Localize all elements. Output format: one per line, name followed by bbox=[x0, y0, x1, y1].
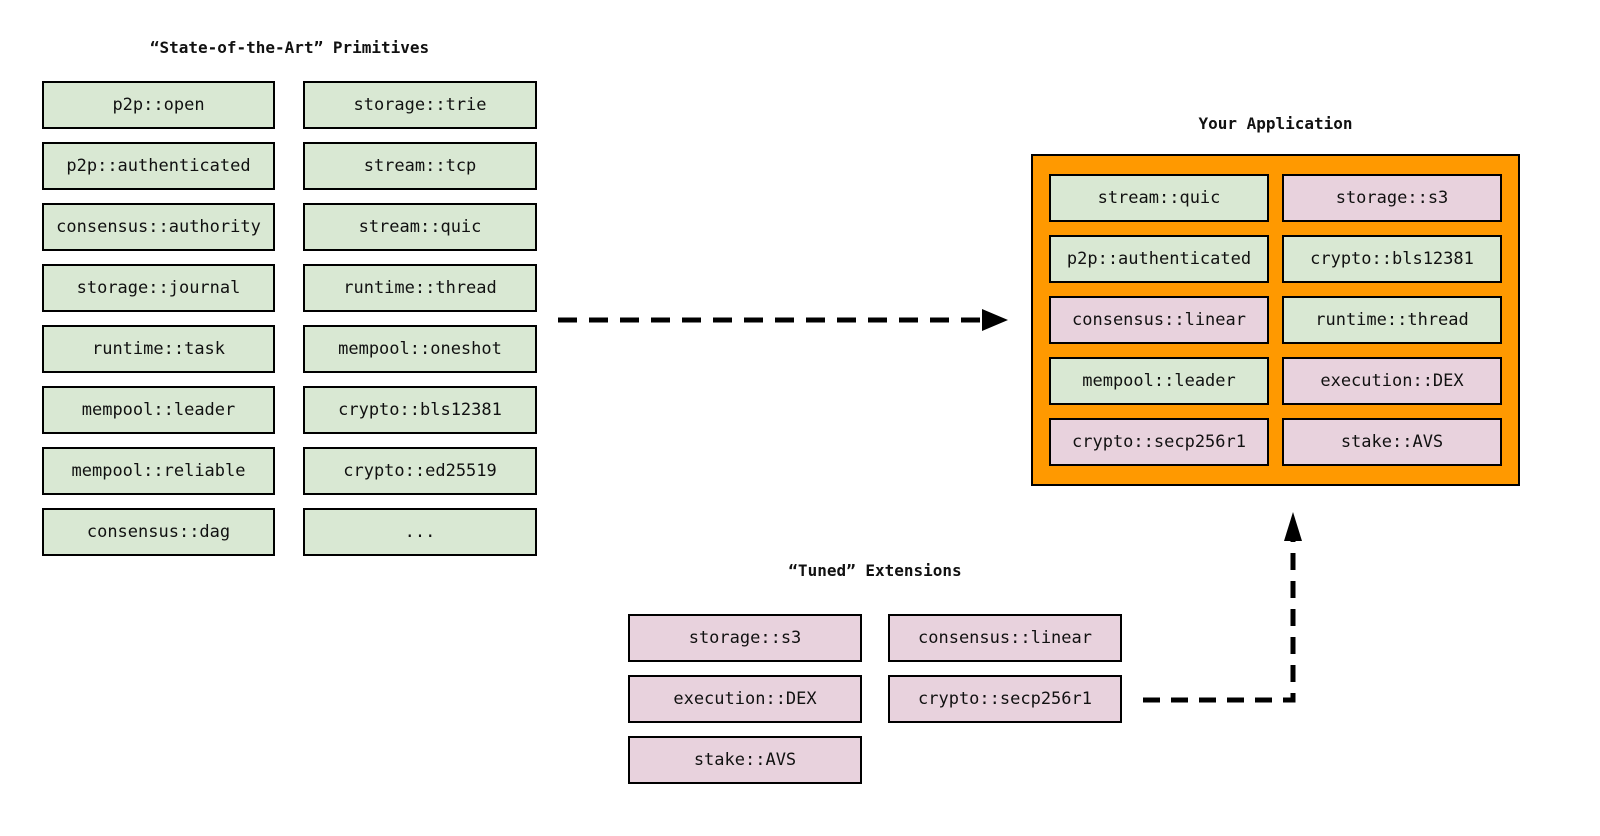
primitive-box-consensus-dag: consensus::dag bbox=[42, 508, 275, 556]
application-container: stream::quic storage::s3 p2p::authentica… bbox=[1031, 154, 1520, 486]
extensions-to-application-arrow bbox=[1143, 512, 1302, 703]
app-box-stream-quic: stream::quic bbox=[1049, 174, 1269, 222]
extension-box-consensus-linear: consensus::linear bbox=[888, 614, 1122, 662]
primitives-to-application-arrow bbox=[558, 309, 1008, 331]
application-title: Your Application bbox=[1198, 114, 1353, 133]
primitives-column-2: storage::trie stream::tcp stream::quic r… bbox=[303, 81, 537, 556]
app-box-p2p-authenticated: p2p::authenticated bbox=[1049, 235, 1269, 283]
extension-box-crypto-secp256r1: crypto::secp256r1 bbox=[888, 675, 1122, 723]
primitive-box-stream-quic: stream::quic bbox=[303, 203, 537, 251]
app-box-stake-avs: stake::AVS bbox=[1282, 418, 1502, 466]
app-box-mempool-leader: mempool::leader bbox=[1049, 357, 1269, 405]
app-box-execution-dex: execution::DEX bbox=[1282, 357, 1502, 405]
extensions-title: “Tuned” Extensions bbox=[788, 561, 962, 580]
extension-box-execution-dex: execution::DEX bbox=[628, 675, 862, 723]
extensions-arrow-head-icon bbox=[1284, 512, 1302, 541]
extensions-arrow-line bbox=[1143, 541, 1296, 703]
primitive-box-crypto-bls12381: crypto::bls12381 bbox=[303, 386, 537, 434]
primitive-box-storage-journal: storage::journal bbox=[42, 264, 275, 312]
app-box-crypto-bls12381: crypto::bls12381 bbox=[1282, 235, 1502, 283]
primitive-box-stream-tcp: stream::tcp bbox=[303, 142, 537, 190]
primitives-column-1: p2p::open p2p::authenticated consensus::… bbox=[42, 81, 275, 556]
primitive-box-crypto-ed25519: crypto::ed25519 bbox=[303, 447, 537, 495]
primitives-arrow-head-icon bbox=[982, 309, 1008, 331]
app-box-crypto-secp256r1: crypto::secp256r1 bbox=[1049, 418, 1269, 466]
primitive-box-runtime-task: runtime::task bbox=[42, 325, 275, 373]
primitive-box-runtime-thread: runtime::thread bbox=[303, 264, 537, 312]
extensions-column-1: storage::s3 execution::DEX stake::AVS bbox=[628, 614, 862, 784]
primitive-box-p2p-open: p2p::open bbox=[42, 81, 275, 129]
app-box-runtime-thread: runtime::thread bbox=[1282, 296, 1502, 344]
primitive-box-mempool-leader: mempool::leader bbox=[42, 386, 275, 434]
primitive-box-consensus-authority: consensus::authority bbox=[42, 203, 275, 251]
extension-box-stake-avs: stake::AVS bbox=[628, 736, 862, 784]
extensions-column-2: consensus::linear crypto::secp256r1 bbox=[888, 614, 1122, 723]
app-box-consensus-linear: consensus::linear bbox=[1049, 296, 1269, 344]
primitive-box-ellipsis: ... bbox=[303, 508, 537, 556]
app-box-storage-s3: storage::s3 bbox=[1282, 174, 1502, 222]
primitives-title: “State-of-the-Art” Primitives bbox=[149, 38, 430, 57]
extension-box-storage-s3: storage::s3 bbox=[628, 614, 862, 662]
primitive-box-mempool-reliable: mempool::reliable bbox=[42, 447, 275, 495]
primitive-box-mempool-oneshot: mempool::oneshot bbox=[303, 325, 537, 373]
primitive-box-p2p-authenticated: p2p::authenticated bbox=[42, 142, 275, 190]
primitive-box-storage-trie: storage::trie bbox=[303, 81, 537, 129]
